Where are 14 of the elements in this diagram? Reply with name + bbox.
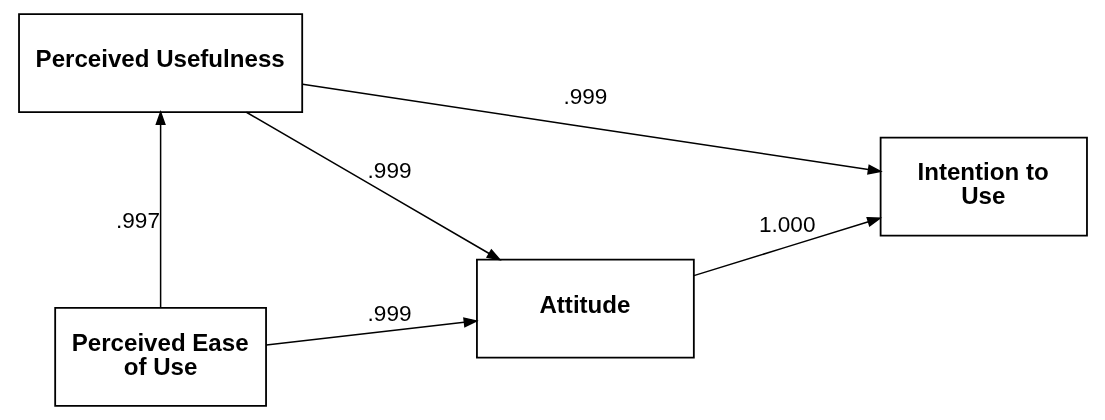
node-box: Perceived Ease of Use (53, 307, 267, 407)
arrow (245, 111, 502, 261)
arrow (265, 317, 479, 346)
edge-label: .999 (367, 300, 412, 326)
edge-label: .999 (367, 157, 412, 183)
arrow (301, 83, 883, 175)
edge-label: 1.000 (758, 211, 815, 237)
node-box: Perceived Usefulness (17, 13, 303, 113)
arrow (154, 110, 166, 309)
edge-label: .999 (562, 83, 607, 109)
arrow (692, 216, 882, 277)
edge-label: .997 (115, 207, 160, 233)
node-box: Attitude (475, 258, 695, 359)
node-box: Intention to Use (879, 136, 1088, 237)
